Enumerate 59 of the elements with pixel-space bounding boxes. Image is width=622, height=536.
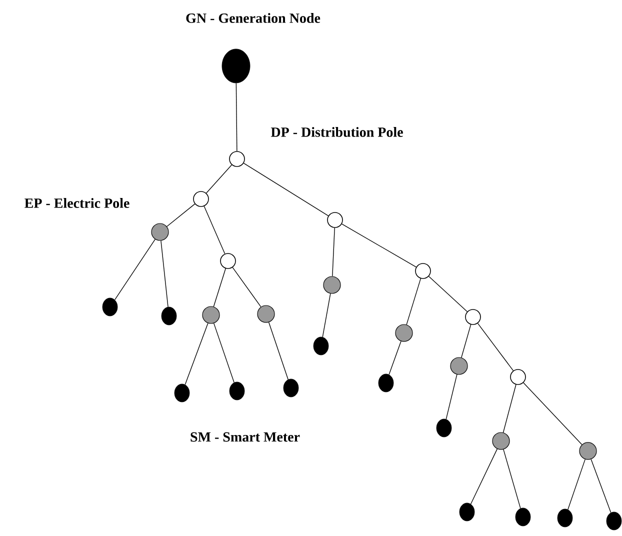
smart-meter-dot <box>102 298 118 316</box>
line <box>206 164 232 194</box>
legend-text: DP - Distribution Pole <box>270 127 403 137</box>
line <box>332 228 335 277</box>
smart-meter-dot <box>436 418 452 438</box>
line <box>204 206 226 254</box>
line <box>184 322 208 385</box>
line <box>461 324 472 358</box>
legend-text: SM - Smart Meter <box>190 432 300 442</box>
line <box>388 340 402 375</box>
electric-pole-circle <box>257 305 275 323</box>
legend-text: EP - Electric Pole <box>24 198 130 208</box>
line <box>322 293 331 338</box>
line <box>503 449 521 509</box>
smart-meter-dot <box>557 508 573 528</box>
line <box>114 238 156 300</box>
line <box>213 268 226 307</box>
smart-meter-dot <box>161 306 177 326</box>
pole-circle <box>327 212 343 228</box>
line <box>232 267 262 308</box>
legend-text: GN - Generation Node <box>186 13 320 23</box>
smart-meter-dot <box>174 384 190 402</box>
line <box>236 82 238 152</box>
electric-pole-circle <box>395 324 413 342</box>
smart-meter-dot <box>459 502 475 522</box>
line <box>243 162 329 216</box>
line <box>470 448 498 504</box>
electric-pole-circle <box>579 442 597 460</box>
electric-pole-circle <box>202 306 220 324</box>
line <box>477 322 514 372</box>
line <box>446 374 458 420</box>
pole-circle <box>193 191 209 207</box>
pole-circle <box>510 369 526 385</box>
line <box>406 278 422 325</box>
pole-circle <box>220 253 236 269</box>
electric-pole-circle <box>323 276 341 294</box>
line <box>268 322 288 380</box>
line <box>523 382 582 445</box>
pole-circle <box>465 309 481 325</box>
line <box>341 224 417 268</box>
line <box>590 458 612 513</box>
smart-meter-dot <box>606 512 622 530</box>
smart-meter-dot <box>515 508 531 526</box>
line <box>214 322 234 383</box>
electric-pole-circle <box>450 357 468 375</box>
smart-meter-dot <box>378 374 394 392</box>
smart-meter-dot <box>313 336 329 356</box>
line <box>568 458 586 510</box>
pole-circle <box>229 151 245 167</box>
smart-meter-dot <box>229 382 245 400</box>
line <box>160 240 168 308</box>
smart-meter-dot <box>283 378 299 398</box>
electric-pole-circle <box>151 223 169 241</box>
pole-circle <box>415 263 431 279</box>
line <box>502 384 516 433</box>
line <box>166 204 196 227</box>
electric-pole-circle <box>492 432 510 450</box>
line <box>428 276 468 312</box>
generation-node <box>222 48 250 84</box>
